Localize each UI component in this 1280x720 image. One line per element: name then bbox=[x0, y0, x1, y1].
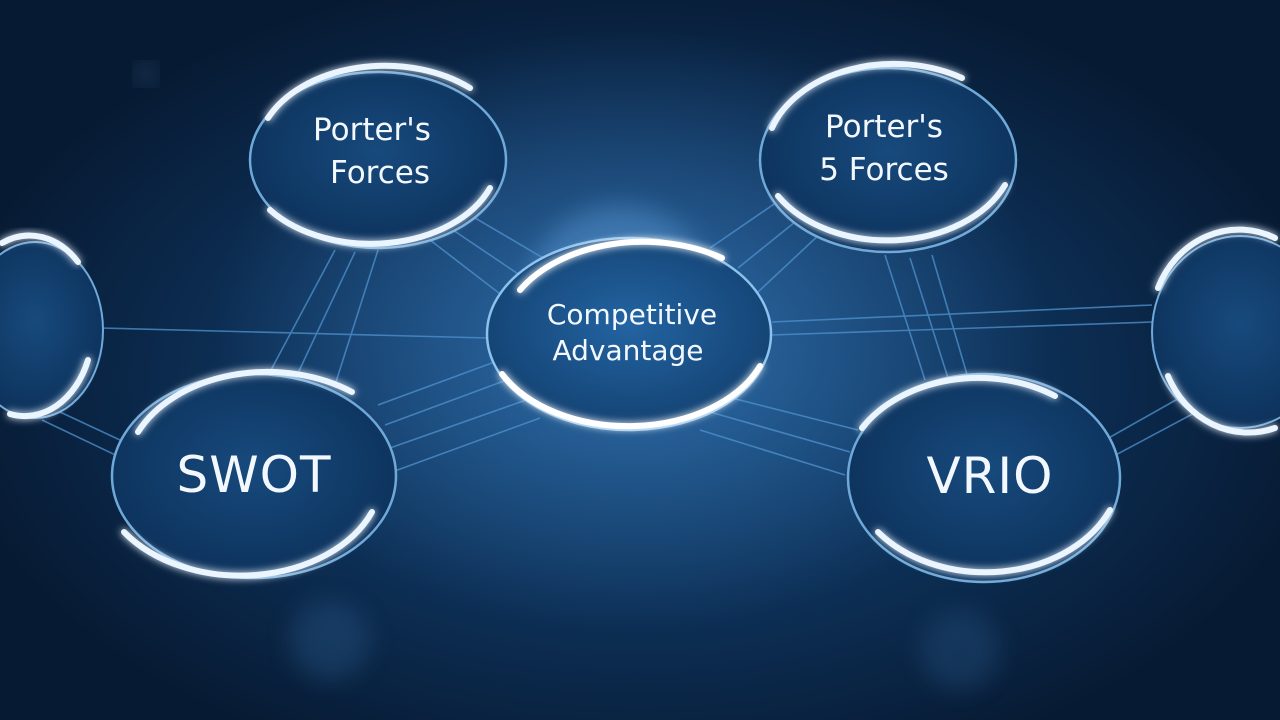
node-vrio[interactable]: VRIO bbox=[846, 372, 1122, 584]
node-competitive-advantage[interactable]: Competitive Advantage bbox=[485, 236, 773, 432]
porters-forces-label-line2: Forces bbox=[330, 155, 430, 191]
connector-line bbox=[709, 411, 851, 453]
connector-line bbox=[931, 254, 969, 379]
connector-line bbox=[884, 254, 926, 381]
connector-line bbox=[1104, 391, 1191, 441]
connector-line bbox=[771, 321, 1153, 336]
vrio-label: VRIO bbox=[926, 447, 1053, 505]
connector-line bbox=[429, 239, 509, 301]
competitive-advantage-label-line2: Advantage bbox=[552, 334, 703, 367]
connector-line bbox=[449, 227, 531, 283]
connector-line bbox=[699, 429, 846, 476]
connector-line bbox=[389, 399, 527, 449]
connector-line bbox=[757, 231, 823, 293]
connector-line bbox=[377, 359, 501, 406]
connector-line bbox=[334, 249, 379, 386]
porters-forces-label-line1: Porter's bbox=[313, 112, 431, 148]
porters-5-forces-label-line1: Porter's bbox=[825, 109, 943, 145]
connector-line bbox=[391, 417, 541, 473]
connector-line bbox=[384, 377, 513, 426]
connector-line bbox=[469, 214, 551, 263]
left-partial-node bbox=[0, 232, 104, 419]
right-partial-node bbox=[1151, 226, 1280, 436]
connector-line bbox=[99, 327, 489, 339]
node-swot[interactable]: SWOT bbox=[110, 368, 398, 580]
porters-5-forces-label-line2: 5 Forces bbox=[819, 152, 949, 188]
connector-line bbox=[719, 394, 859, 431]
node-porters-5-forces[interactable]: Porter's 5 Forces bbox=[758, 60, 1018, 254]
connector-line bbox=[1109, 409, 1201, 459]
connector-line bbox=[909, 257, 949, 379]
connector-line bbox=[709, 199, 781, 249]
swot-label: SWOT bbox=[176, 446, 331, 504]
connector-lines bbox=[29, 199, 1201, 476]
node-porters-forces[interactable]: Porter's Forces bbox=[248, 62, 508, 250]
connector-line bbox=[289, 251, 356, 391]
connector-line bbox=[771, 304, 1153, 323]
competitive-advantage-label-line1: Competitive bbox=[547, 298, 717, 331]
connector-line bbox=[737, 217, 801, 269]
